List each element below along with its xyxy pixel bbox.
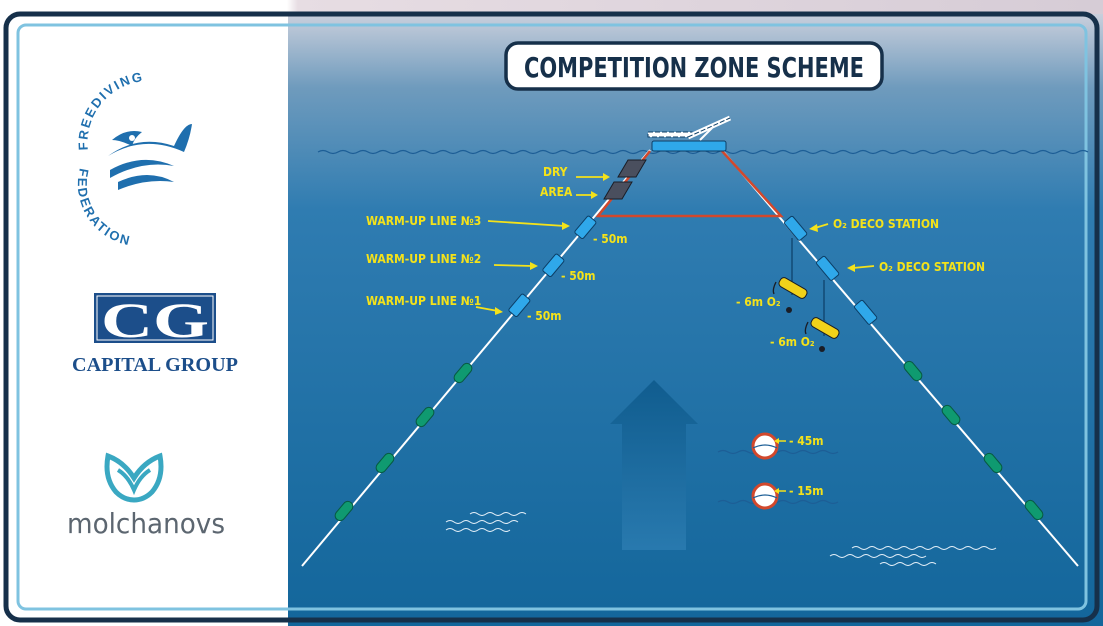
capital-group-mark: CG <box>101 292 209 348</box>
depth-15-label: - 15m <box>789 484 824 498</box>
page-title: COMPETITION ZONE SCHEME <box>524 51 864 84</box>
water-ripples-left <box>445 512 527 532</box>
oxygen-tank-icon <box>772 277 808 313</box>
capital-group-name: CAPITAL GROUP <box>72 354 238 376</box>
warmup-line-1-depth: - 50m <box>527 309 562 323</box>
dry-area-arrows <box>576 173 610 199</box>
right-floats <box>903 360 1044 521</box>
deco-station-2-label: O₂ DECO STATION <box>879 260 985 274</box>
water-ripples-right <box>829 546 997 566</box>
dry-area-label-2: AREA <box>540 185 573 199</box>
warmup-line-3-depth: - 50m <box>593 232 628 246</box>
deco-buoys <box>784 215 878 325</box>
capital-group-logo: CG CAPITAL GROUP <box>72 292 238 376</box>
dry-area-platforms <box>603 159 647 200</box>
title-box: COMPETITION ZONE SCHEME <box>504 41 884 91</box>
warmup-buoys <box>508 215 597 317</box>
water-background <box>288 14 1103 626</box>
o2-depth-label-2: - 6m O₂ <box>770 335 815 349</box>
o2-depth-label-1: - 6m O₂ <box>736 295 781 309</box>
warmup-line-3-label: WARM-UP LINE №3 <box>366 214 481 228</box>
warmup-line-1-label: WARM-UP LINE №1 <box>366 294 481 308</box>
depth-marker-45 <box>717 432 839 460</box>
depth-marker-15 <box>717 482 839 510</box>
right-boundary-line <box>721 149 1079 567</box>
deco-station-1-label: O₂ DECO STATION <box>833 217 939 231</box>
warmup-arrows <box>475 220 570 315</box>
ascent-arrow <box>610 380 698 550</box>
deco-arrows <box>809 223 875 272</box>
depth-marker-arrows <box>774 438 786 494</box>
warmup-line-2-label: WARM-UP LINE №2 <box>366 252 481 266</box>
molchanovs-logo: molchanovs <box>67 452 225 540</box>
platform-icon <box>647 115 732 152</box>
outer-frame <box>3 11 1100 623</box>
depth-45-label: - 45m <box>789 434 824 448</box>
dry-area-label-1: DRY <box>543 165 568 179</box>
inner-frame <box>16 23 1088 611</box>
left-floats <box>334 362 473 522</box>
warmup-line-2-depth: - 50m <box>561 269 596 283</box>
oxygen-tank-icon <box>804 317 840 352</box>
molchanovs-name: molchanovs <box>67 507 225 540</box>
